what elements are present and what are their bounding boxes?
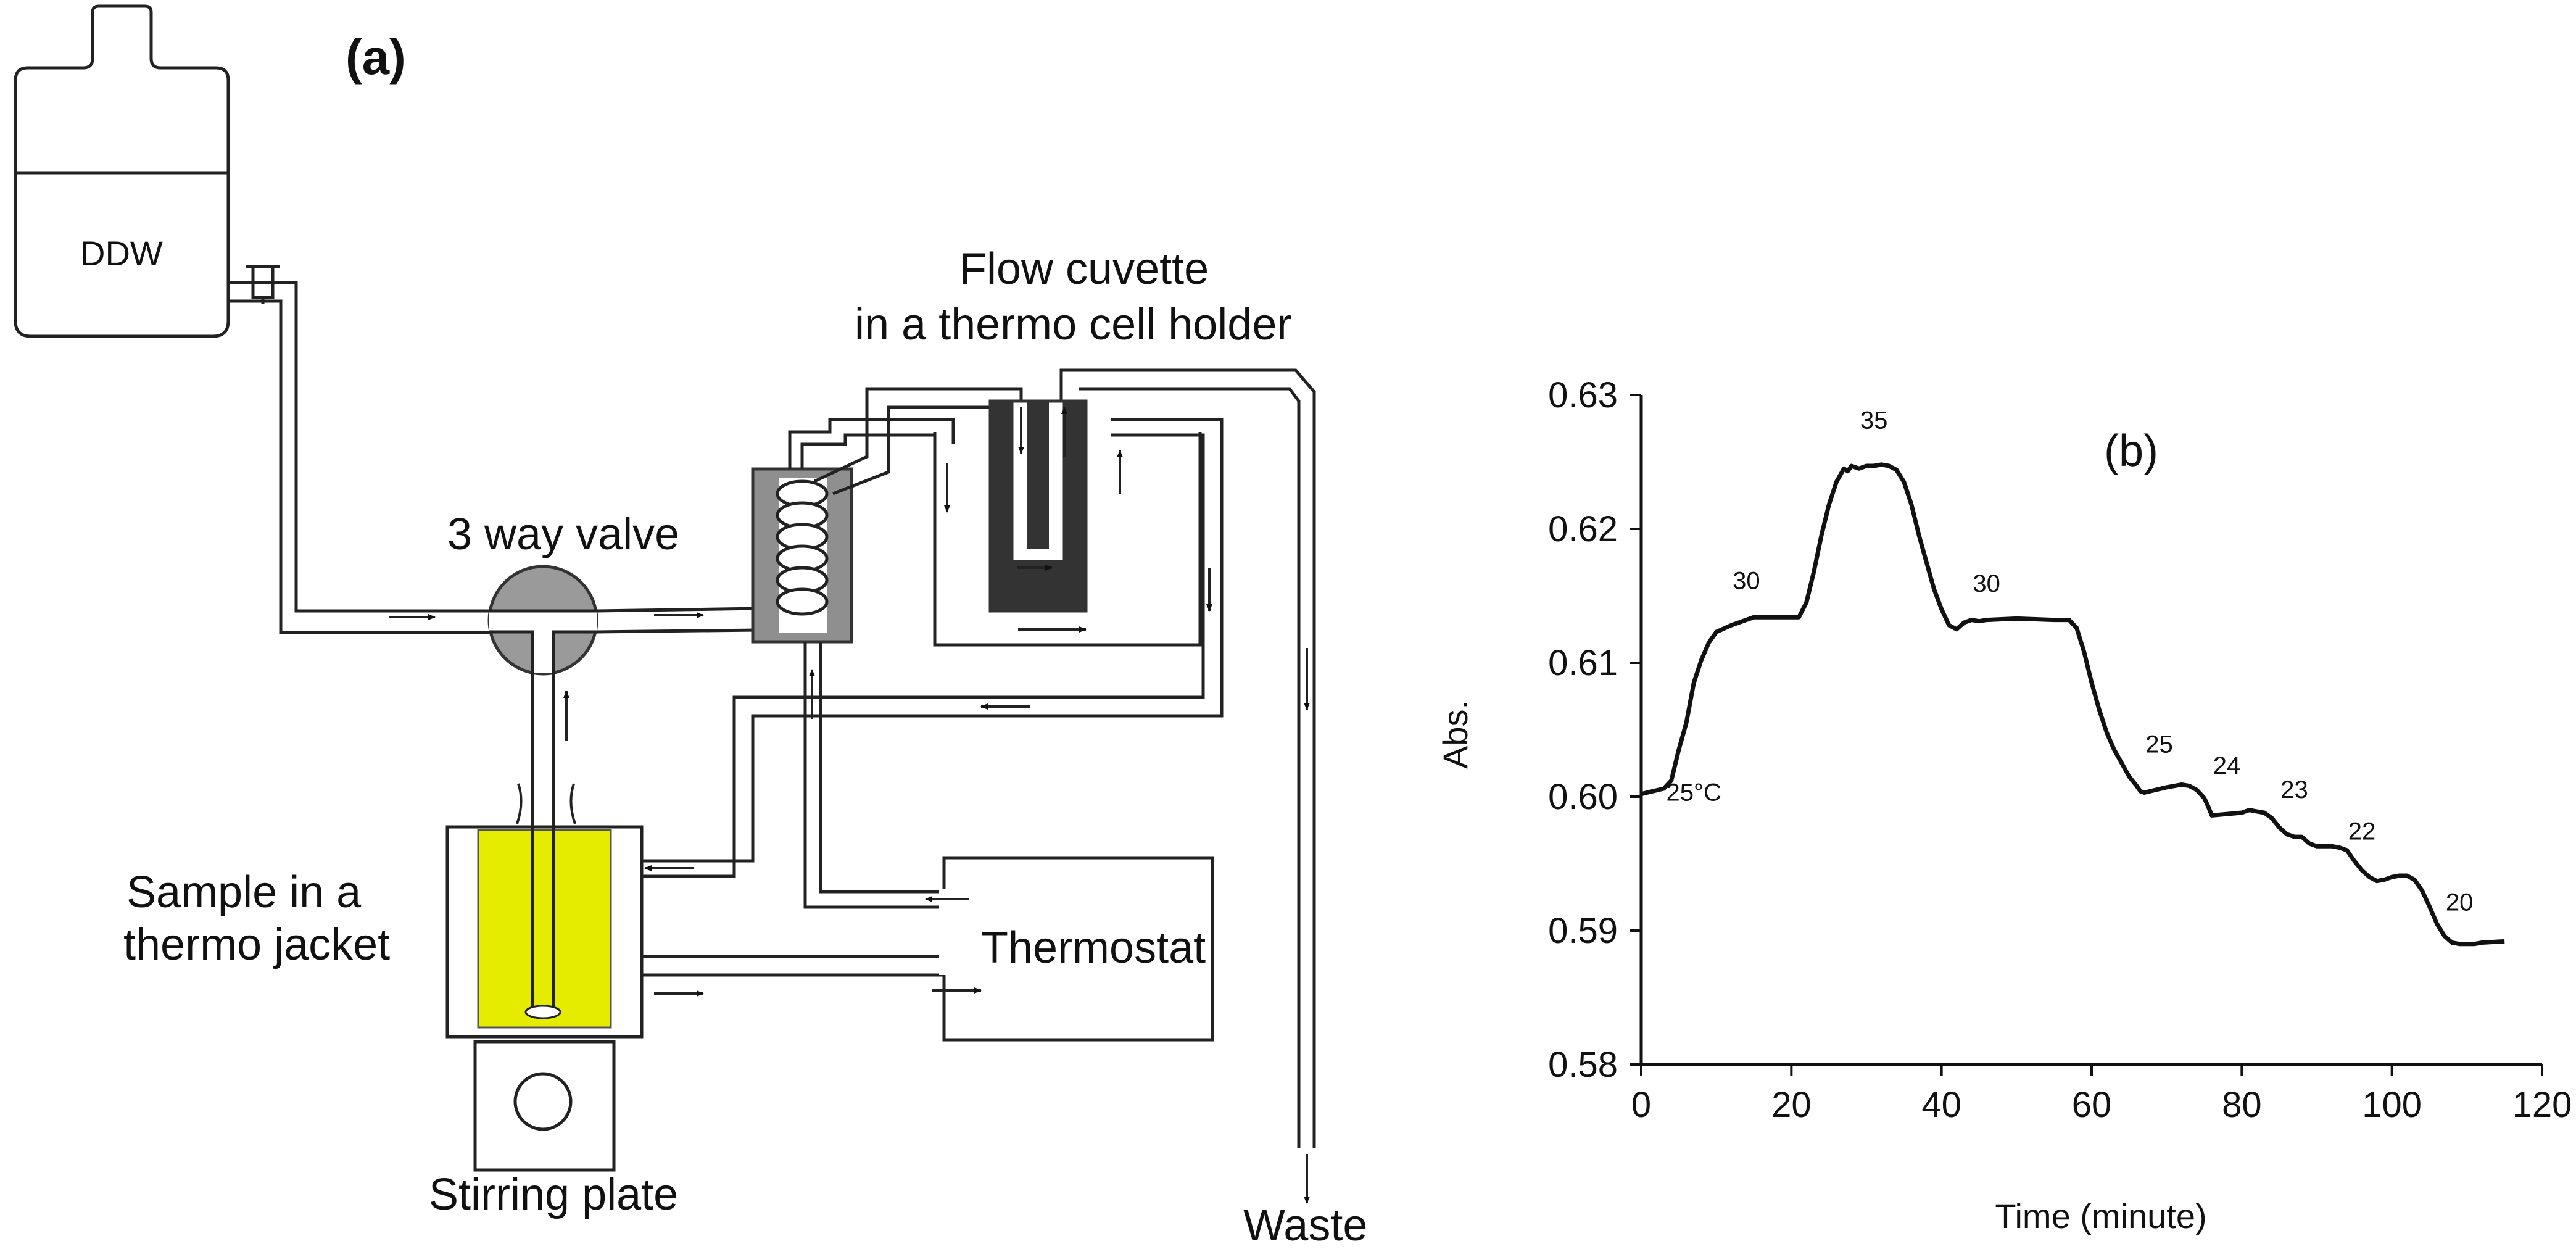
panel-b-label: (b): [2104, 426, 2158, 476]
temperature-annotations: 25°C 30 35 30 25 24 23 22 20: [1666, 407, 2473, 916]
thermo-jacket: [445, 783, 644, 1039]
axis-ticks: 0 20 40 60 80 100 120 0.58 0.59 0.60 0.61 0.62 0.63: [1548, 375, 2572, 1125]
cuvette-label-line1: Flow cuvette: [959, 244, 1209, 294]
sample-label-line2: thermo jacket: [123, 920, 390, 969]
sample-label-line1: Sample in a: [126, 868, 362, 917]
tube-thermostat-loop: [642, 418, 1224, 878]
y-tick-label: 0.61: [1548, 643, 1618, 683]
tube-cuvette-to-waste: [1059, 368, 1316, 1148]
x-tick-label: 20: [1771, 1085, 1812, 1125]
x-tick-label: 60: [2072, 1085, 2112, 1125]
y-tick-label: 0.63: [1548, 375, 1618, 415]
tube-thermostat-to-coil: [803, 642, 944, 909]
three-way-valve: [487, 565, 598, 676]
panel-a-diagram: (a) DDW 3 way valve: [14, 4, 1367, 1249]
stirring-plate-label: Stirring plate: [429, 1170, 678, 1219]
y-tick-label: 0.60: [1548, 777, 1618, 817]
cuvette-label-line2: in a thermo cell holder: [855, 300, 1291, 349]
ddw-bottle: [14, 4, 230, 338]
temperature-annotation: 30: [1973, 570, 2000, 597]
y-tick-label: 0.62: [1548, 509, 1618, 549]
valve-label: 3 way valve: [447, 510, 679, 559]
waste-label: Waste: [1243, 1201, 1367, 1246]
x-tick-label: 120: [2512, 1085, 2572, 1125]
temperature-annotation: 23: [2280, 776, 2308, 803]
temperature-annotation: 24: [2213, 752, 2241, 779]
x-tick-label: 40: [1921, 1085, 1961, 1125]
y-tick-label: 0.59: [1548, 911, 1618, 951]
y-axis-title: Abs.: [1436, 700, 1475, 769]
thermostat-box: [939, 856, 1214, 1042]
stopcock: [246, 265, 280, 304]
temperature-annotation: 25°C: [1666, 779, 1721, 807]
temperature-annotation: 30: [1733, 568, 1760, 595]
stirring-plate: [473, 1040, 616, 1172]
temperature-annotation: 25: [2145, 731, 2173, 758]
tube-ddw-to-valve: [228, 281, 494, 634]
temperature-annotation: 22: [2348, 818, 2376, 845]
x-tick-label: 100: [2362, 1085, 2422, 1125]
temperature-annotation: 20: [2446, 889, 2474, 916]
heat-exchanger: [751, 467, 853, 644]
panel-a-label: (a): [346, 30, 406, 85]
tube-jacket-to-thermostat: [642, 955, 944, 977]
temperature-annotation: 35: [1860, 407, 1888, 434]
x-tick-label: 80: [2222, 1085, 2262, 1125]
thermostat-label: Thermostat: [981, 923, 1206, 973]
x-axis-title: Time (minute): [1995, 1197, 2206, 1235]
flow-cuvette-holder: [933, 399, 1202, 647]
x-tick-label: 0: [1631, 1085, 1651, 1125]
absorbance-series-line: [1641, 462, 2505, 947]
ddw-label: DDW: [80, 234, 163, 273]
y-tick-label: 0.58: [1548, 1045, 1618, 1085]
flow-arrows: [389, 407, 1310, 1204]
